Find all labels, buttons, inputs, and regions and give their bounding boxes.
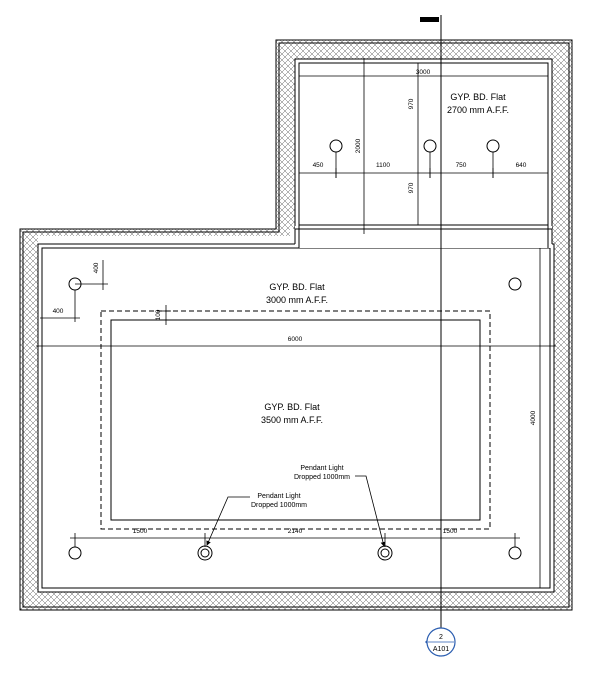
dim-lower-light-y: 400 <box>93 262 100 273</box>
note-pendant-right-line2: Dropped 1000mm <box>294 474 350 481</box>
dim-upper-height: 2000 <box>355 138 362 153</box>
outer-wall-line-2 <box>22 42 570 608</box>
pendant-light-left <box>197 545 213 561</box>
dim-upper-seg-3: 750 <box>456 162 467 169</box>
section-sheet: A101 <box>433 646 449 653</box>
section-cut-bar <box>420 17 439 22</box>
section-marker[interactable]: 2 A101 <box>425 627 456 657</box>
dim-bottom-seg-1: 1500 <box>133 528 148 535</box>
lower-light-bottom-left <box>68 546 82 560</box>
dim-lower-height: 4000 <box>530 410 537 425</box>
lower-room-ceiling: GYP. BD. Flat <box>269 282 325 292</box>
lower-light-top-right <box>508 277 522 291</box>
section-number: 2 <box>439 634 443 641</box>
dropped-ceiling-inner <box>110 319 481 521</box>
note-pendant-right-line1: Pendant Light <box>300 465 343 472</box>
dim-lower-light-x: 400 <box>53 308 64 315</box>
lower-room-height: 3000 mm A.F.F. <box>266 295 328 305</box>
upper-light-2 <box>423 139 437 153</box>
outer-wall-line <box>19 39 573 611</box>
room-opening <box>295 226 552 248</box>
leader-pendant-left <box>206 496 250 546</box>
upper-light-1 <box>329 139 343 153</box>
dim-drop-offset: 100 <box>155 309 162 320</box>
upper-room-inner <box>298 62 549 226</box>
inner-room-height: 3500 mm A.F.F. <box>261 415 323 425</box>
upper-room-ceiling: GYP. BD. Flat <box>450 92 506 102</box>
pendant-light-right-inner <box>380 548 390 558</box>
dim-bottom-seg-3: 1500 <box>443 528 458 535</box>
pendant-light-left-inner <box>200 548 210 558</box>
dim-upper-seg-2: 1100 <box>376 162 390 169</box>
dim-upper-width: 3000 <box>416 69 431 76</box>
upper-room-height: 2700 mm A.F.F. <box>447 105 509 115</box>
dim-lower-width: 6000 <box>288 336 303 343</box>
note-pendant-left-line2: Dropped 1000mm <box>251 502 307 509</box>
upper-light-3 <box>486 139 500 153</box>
dim-upper-seg-4: 640 <box>516 162 527 169</box>
lower-light-bottom-right <box>508 546 522 560</box>
inner-room-ceiling: GYP. BD. Flat <box>264 402 320 412</box>
dropped-ceiling-dashed <box>100 310 491 530</box>
pendant-light-right <box>377 545 393 561</box>
dim-upper-top-offset: 970 <box>408 98 415 109</box>
dim-upper-seg-1: 450 <box>313 162 324 169</box>
upper-room-outline <box>294 58 553 230</box>
note-pendant-left-line1: Pendant Light <box>257 493 300 500</box>
dim-bottom-seg-2: 2140 <box>288 528 303 535</box>
dim-upper-bottom-offset: 970 <box>408 182 415 193</box>
outer-wall-hatch <box>20 40 572 610</box>
leader-pendant-right <box>355 475 386 547</box>
